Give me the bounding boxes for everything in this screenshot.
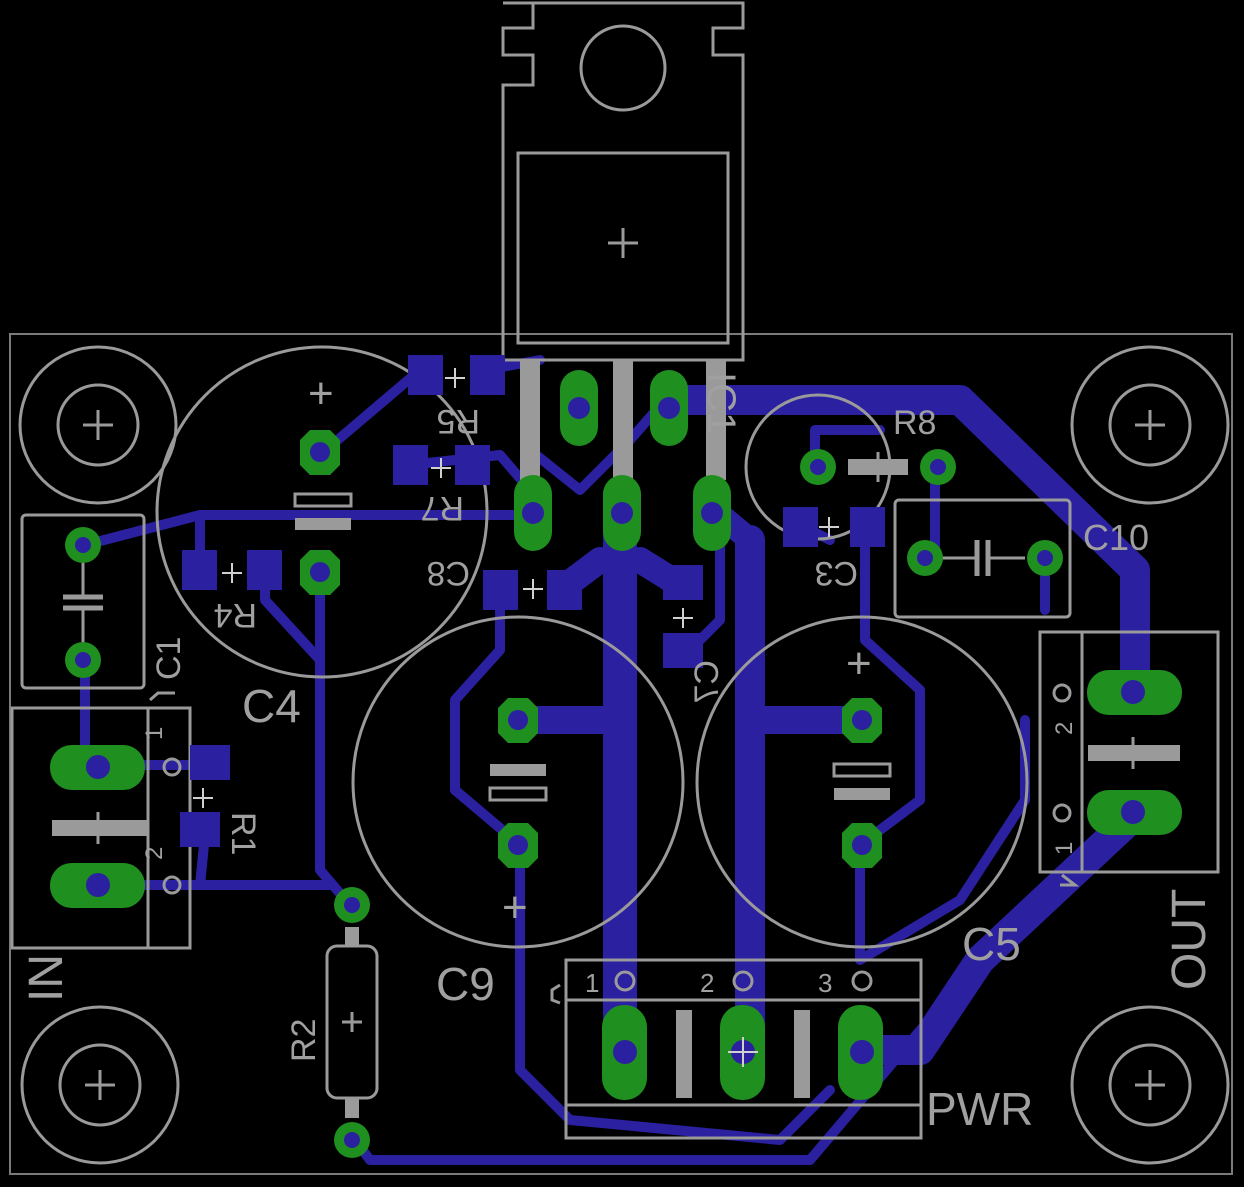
c10-outline (893, 498, 1072, 619)
c9-plus-mark: + (502, 883, 528, 932)
r8-outline (848, 452, 908, 482)
label-c3: C3 (815, 554, 858, 592)
label-c5: C5 (962, 918, 1021, 970)
mount-hole-bottom-right (1070, 1005, 1230, 1165)
c1-outline (20, 513, 146, 690)
label-r2: R2 (285, 1019, 323, 1062)
mount-hole-bottom-left (20, 1005, 180, 1165)
board-outline (9, 333, 1233, 1175)
c5-plus-mark: + (846, 639, 872, 688)
label-pwr-pin2: 2 (700, 968, 714, 998)
th-pads (50, 370, 1182, 1158)
smd-pads (180, 355, 885, 847)
r2-outline (325, 927, 379, 1118)
label-in-pin1: 1 (141, 727, 168, 740)
pwr-center-mark (728, 1037, 758, 1067)
label-c4: C4 (242, 680, 301, 732)
smd-markers (193, 368, 839, 808)
label-r1: R1 (224, 812, 262, 855)
label-in-pin2: 2 (141, 847, 168, 860)
label-r4: R4 (214, 596, 257, 634)
pwr-terminal-outline (550, 958, 923, 1140)
label-c8: C8 (427, 554, 470, 592)
ic1-outline (501, 1, 745, 480)
label-c9: C9 (436, 958, 495, 1010)
c5-outline (695, 615, 1029, 949)
label-c10: C10 (1083, 517, 1149, 558)
label-pwr-pin3: 3 (818, 968, 832, 998)
c4-plus-mark: + (308, 369, 334, 418)
labels: C4 C9 C5 C10 R8 PWR C1 R2 IN OUT IC1 C7 … (20, 369, 1216, 1135)
mount-hole-top-right (1070, 345, 1230, 505)
label-pwr: PWR (926, 1083, 1033, 1135)
label-r5: R5 (437, 402, 480, 440)
label-c7: C7 (688, 660, 726, 703)
label-r7: R7 (421, 489, 464, 527)
out-terminal-outline (1038, 630, 1220, 887)
label-c1: C1 (150, 637, 188, 680)
c9-outline (351, 615, 685, 949)
label-in: IN (20, 954, 73, 1002)
label-ic1: IC1 (699, 372, 743, 434)
label-r8: R8 (893, 404, 936, 442)
mount-hole-top-left (18, 345, 178, 505)
label-pwr-pin1: 1 (585, 968, 599, 998)
c4-outline (155, 345, 489, 679)
label-out-pin2: 2 (1051, 722, 1078, 735)
label-out-pin1: 1 (1051, 842, 1078, 855)
label-out: OUT (1163, 889, 1216, 990)
silkscreen (10, 1, 1230, 1165)
